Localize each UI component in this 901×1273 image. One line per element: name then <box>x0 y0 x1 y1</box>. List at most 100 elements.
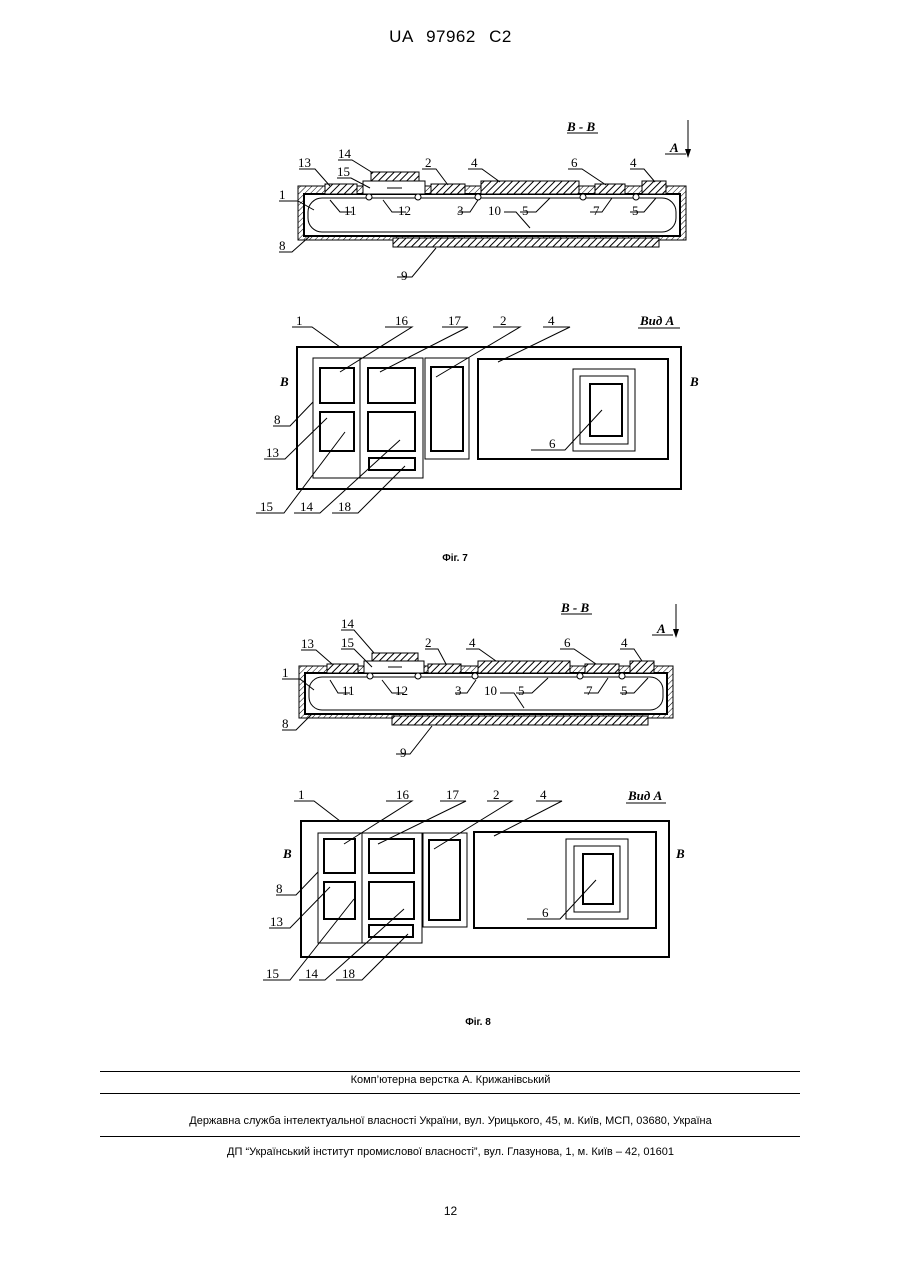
element-2-plan <box>429 840 460 920</box>
plan-label-6: 6 <box>549 436 556 451</box>
plan-label-8: 8 <box>276 881 283 896</box>
section-label: B - B <box>566 119 596 134</box>
plan-label-6: 6 <box>542 905 549 920</box>
label-11: 11 <box>344 203 357 218</box>
label-6: 6 <box>564 635 571 650</box>
footer-institute-address: ДП “Український інститут промислової вла… <box>0 1146 901 1158</box>
plan-label-1: 1 <box>296 313 303 328</box>
side-right-label: B <box>675 846 685 861</box>
footer-divider-3 <box>100 1136 800 1137</box>
plan-label-1: 1 <box>298 787 305 802</box>
element-17 <box>368 368 415 403</box>
figure-7-caption: Фіг. 7 <box>442 553 468 564</box>
plan-label-13: 13 <box>266 445 279 460</box>
plan-label-16: 16 <box>396 787 410 802</box>
label-5b: 5 <box>632 203 639 218</box>
label-13: 13 <box>301 636 314 651</box>
label-7: 7 <box>586 683 593 698</box>
element-4b <box>630 661 654 673</box>
plan-label-17: 17 <box>448 313 462 328</box>
label-14: 14 <box>338 146 352 161</box>
label-9: 9 <box>401 268 408 283</box>
element-18 <box>369 458 415 470</box>
label-13: 13 <box>298 155 311 170</box>
label-2: 2 <box>425 155 432 170</box>
plan-label-15: 15 <box>260 499 273 514</box>
view-arrow-label: A <box>669 140 679 155</box>
element-14-plan <box>369 882 414 919</box>
figure-8-drawing: B - B A <box>0 594 901 1044</box>
label-1: 1 <box>279 187 286 202</box>
plan-label-16: 16 <box>395 313 409 328</box>
view-label: Вид А <box>639 313 675 328</box>
figure-7-drawing: B - B A <box>0 0 901 580</box>
element-2 <box>431 184 465 194</box>
bottom-plate-9 <box>392 716 648 725</box>
footer-divider-1 <box>100 1071 800 1072</box>
element-2-plan <box>431 367 463 451</box>
element-4b <box>642 181 666 194</box>
element-14 <box>372 653 418 661</box>
element-4 <box>478 661 570 673</box>
label-12: 12 <box>398 203 411 218</box>
view-arrow-label: A <box>656 621 666 636</box>
figure-8-section-view: B - B A <box>282 600 679 760</box>
plan-label-2: 2 <box>493 787 500 802</box>
label-6: 6 <box>571 155 578 170</box>
label-5b: 5 <box>621 683 628 698</box>
element-6-plan <box>583 854 613 904</box>
footer-office-address: Державна служба інтелектуальної власност… <box>0 1115 901 1127</box>
figure-8-plan-view: Вид А B B 1 16 1 <box>263 787 685 981</box>
label-14: 14 <box>341 616 355 631</box>
plan-label-18: 18 <box>338 499 351 514</box>
view-arrow-icon <box>673 629 679 638</box>
label-3: 3 <box>455 683 462 698</box>
label-3: 3 <box>457 203 464 218</box>
element-14 <box>371 172 419 181</box>
element-13-plan <box>320 412 354 451</box>
plan-label-13: 13 <box>270 914 283 929</box>
bottom-plate-9 <box>393 238 659 247</box>
plan-label-18: 18 <box>342 966 355 981</box>
figure-8-caption: Фіг. 8 <box>465 1017 491 1028</box>
label-2: 2 <box>425 635 432 650</box>
label-12: 12 <box>395 683 408 698</box>
plan-label-14: 14 <box>305 966 319 981</box>
label-10: 10 <box>484 683 497 698</box>
element-6-plan <box>590 384 622 436</box>
footer-divider-2 <box>100 1093 800 1094</box>
view-label: Вид А <box>627 788 663 803</box>
figure-7-section-view: B - B A <box>279 119 691 283</box>
plan-label-8: 8 <box>274 412 281 427</box>
plan-label-4: 4 <box>548 313 555 328</box>
label-15: 15 <box>337 164 350 179</box>
section-label: B - B <box>560 600 590 615</box>
side-right-label: B <box>689 374 699 389</box>
element-14-plan <box>368 412 415 451</box>
label-4a: 4 <box>471 155 478 170</box>
label-9: 9 <box>400 745 407 760</box>
element-16 <box>320 368 354 403</box>
plan-label-2: 2 <box>500 313 507 328</box>
label-8: 8 <box>279 238 286 253</box>
label-4b: 4 <box>630 155 637 170</box>
plan-label-14: 14 <box>300 499 314 514</box>
figure-7-plan-view: Вид А B B 1 16 1 <box>256 313 699 514</box>
element-6 <box>595 184 625 194</box>
element-13-plan <box>324 882 355 919</box>
label-5a: 5 <box>522 203 529 218</box>
side-left-label: B <box>279 374 289 389</box>
footer-typesetter: Комп’ютерна верстка А. Крижанівський <box>0 1074 901 1086</box>
label-15: 15 <box>341 635 354 650</box>
plan-label-17: 17 <box>446 787 460 802</box>
label-11: 11 <box>342 683 355 698</box>
element-6 <box>585 664 619 673</box>
plan-label-15: 15 <box>266 966 279 981</box>
label-10: 10 <box>488 203 501 218</box>
element-17 <box>369 839 414 873</box>
label-4b: 4 <box>621 635 628 650</box>
side-left-label: B <box>282 846 292 861</box>
label-7: 7 <box>593 203 600 218</box>
plan-label-4: 4 <box>540 787 547 802</box>
label-4a: 4 <box>469 635 476 650</box>
